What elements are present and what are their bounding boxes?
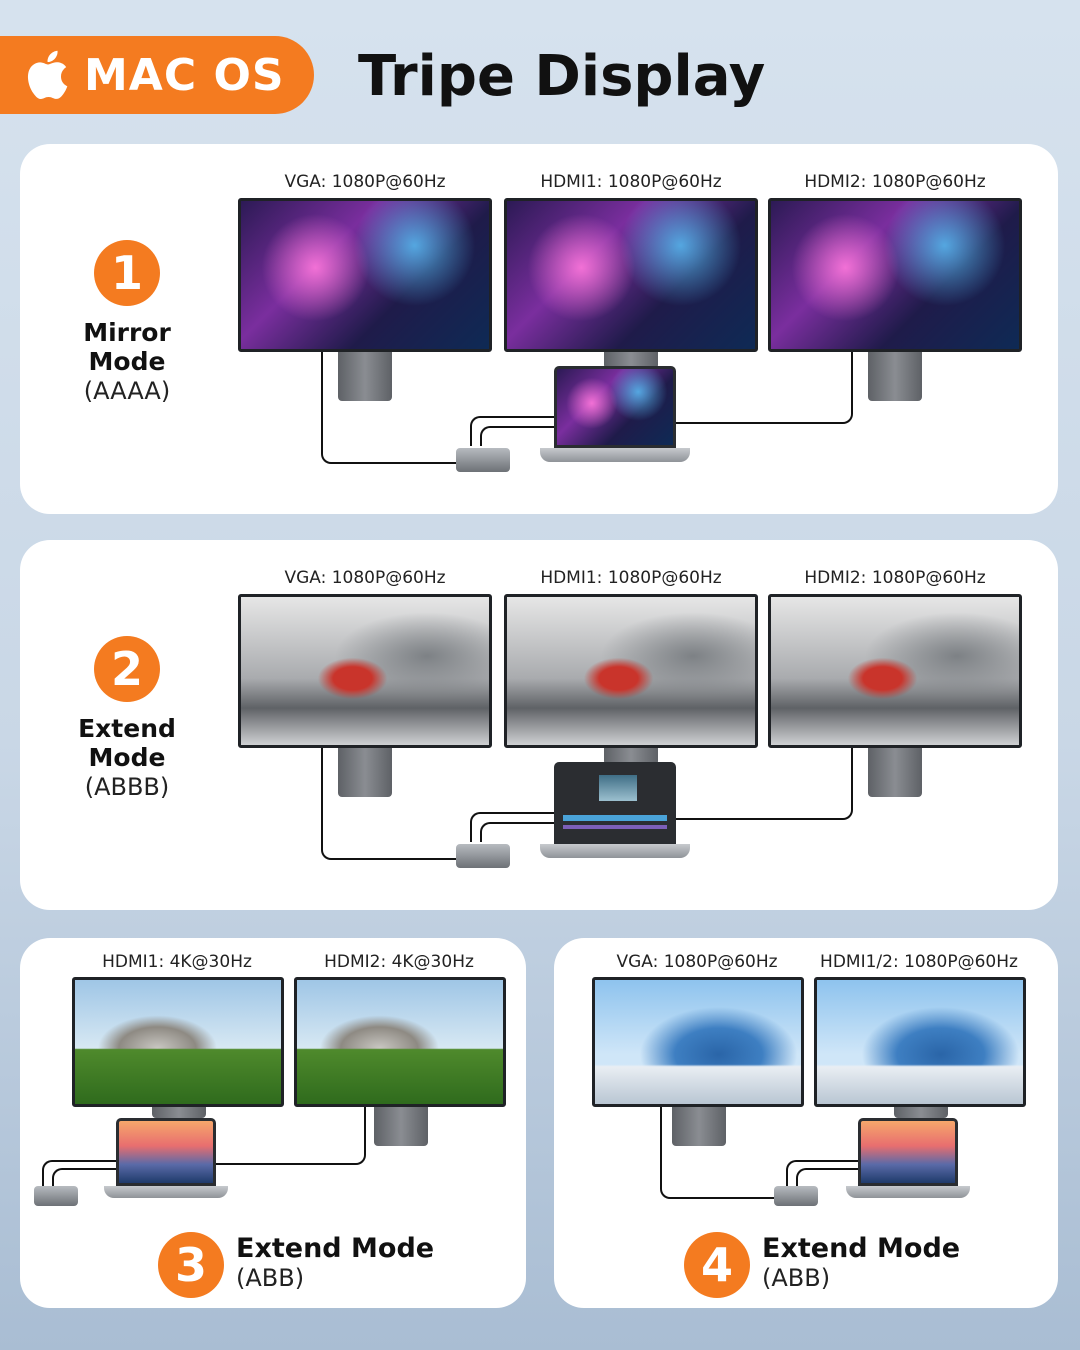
port-label-hdmi12: HDMI1/2: 1080P@60Hz	[820, 952, 1018, 972]
mode-label-line2: Mode	[88, 347, 166, 376]
port-label-hdmi1: HDMI1: 1080P@60Hz	[540, 172, 722, 192]
laptop-screen	[554, 762, 676, 844]
monitor-screen-vga	[238, 594, 492, 748]
monitor-screen-hdmi1	[72, 977, 284, 1107]
monitor-screen-hdmi2	[768, 198, 1022, 352]
mode-label-line2: Mode	[88, 743, 166, 772]
monitor-screen-hdmi1	[504, 198, 758, 352]
cable-hdmi2	[670, 748, 853, 820]
cable-hdmi2	[216, 1107, 366, 1165]
laptop-base	[104, 1186, 228, 1198]
port-label-hdmi1: HDMI1: 1080P@60Hz	[540, 568, 722, 588]
mode-label-line1: Mirror	[83, 318, 171, 347]
mode-number-badge: 2	[94, 636, 160, 702]
cable-hdmi	[786, 1160, 862, 1190]
port-label-hdmi2: HDMI2: 4K@30Hz	[324, 952, 474, 972]
monitor-stand	[604, 745, 658, 765]
editor-timeline	[563, 825, 667, 829]
apple-logo-icon	[27, 50, 68, 100]
monitor-stand	[374, 1104, 428, 1146]
page-title: Tripe Display	[358, 44, 766, 109]
monitor-screen-hdmi2	[768, 594, 1022, 748]
cable-hdmi2	[670, 352, 853, 424]
monitor-screen-hdmi1	[504, 594, 758, 748]
laptop-base	[846, 1186, 970, 1198]
header: MAC OS Tripe Display	[0, 0, 1080, 140]
port-label-hdmi1: HDMI1: 4K@30Hz	[102, 952, 252, 972]
card-mirror-mode: 1 Mirror Mode (AAAA) VGA: 1080P@60Hz HDM…	[20, 144, 1058, 514]
mode-label-line1: Extend	[78, 714, 176, 743]
mode-number-badge: 3	[158, 1232, 224, 1298]
monitor-screen-hdmi12	[814, 977, 1026, 1107]
monitor-stand	[152, 1104, 206, 1118]
monitor-screen-hdmi2	[294, 977, 506, 1107]
port-label-vga: VGA: 1080P@60Hz	[284, 172, 446, 192]
badge-text: MAC OS	[84, 49, 285, 101]
cable-hdmi1b	[480, 822, 560, 842]
monitor-stand	[338, 745, 392, 797]
mode-number-badge: 4	[684, 1232, 750, 1298]
cable-hdmi1	[470, 812, 560, 842]
monitor-screen-vga	[592, 977, 804, 1107]
monitor-stand	[672, 1104, 726, 1146]
usb-c-hub	[456, 844, 510, 868]
laptop-base	[540, 448, 690, 462]
mode-number-badge: 1	[94, 240, 160, 306]
port-label-hdmi2: HDMI2: 1080P@60Hz	[804, 172, 986, 192]
cable-hdmib	[796, 1168, 862, 1190]
mode-sub: (AAAA)	[83, 377, 171, 405]
laptop-screen	[858, 1118, 958, 1186]
port-label-hdmi2: HDMI2: 1080P@60Hz	[804, 568, 986, 588]
usb-c-hub	[34, 1186, 78, 1206]
monitor-stand	[338, 349, 392, 401]
mac-os-badge: MAC OS	[0, 36, 314, 114]
mode-sub: (ABB)	[236, 1264, 305, 1292]
editor-timeline	[563, 815, 667, 821]
usb-c-hub	[456, 448, 510, 472]
cable-hdmi1b	[480, 426, 560, 446]
editor-preview	[599, 775, 637, 801]
usb-c-hub	[774, 1186, 818, 1206]
mode-sub: (ABB)	[762, 1264, 831, 1292]
monitor-stand	[868, 349, 922, 401]
card-extend-mode-abbb: 2 Extend Mode (ABBB) VGA: 1080P@60Hz HDM…	[20, 540, 1058, 910]
cable-hdmi1	[470, 416, 560, 446]
port-label-vga: VGA: 1080P@60Hz	[284, 568, 446, 588]
cable-vga	[321, 748, 461, 860]
mode-sub: (ABBB)	[84, 773, 170, 801]
monitor-stand	[604, 349, 658, 369]
monitor-stand	[894, 1104, 948, 1118]
card-extend-mode-abb-vga: VGA: 1080P@60Hz HDMI1/2: 1080P@60Hz 4 Ex…	[554, 938, 1058, 1308]
laptop-screen	[554, 366, 676, 448]
port-label-vga: VGA: 1080P@60Hz	[616, 952, 778, 972]
laptop-base	[540, 844, 690, 858]
cable-vga	[321, 352, 461, 464]
cable-hdmi1b	[52, 1168, 118, 1190]
mode-label: Extend Mode	[762, 1233, 961, 1264]
laptop-screen	[116, 1118, 216, 1186]
monitor-screen-vga	[238, 198, 492, 352]
mode-label: Extend Mode	[236, 1233, 435, 1264]
card-extend-mode-abb-hdmi: HDMI1: 4K@30Hz HDMI2: 4K@30Hz 3 Extend M…	[20, 938, 526, 1308]
monitor-stand	[868, 745, 922, 797]
cable-vga	[660, 1107, 780, 1199]
cable-hdmi1	[42, 1160, 118, 1190]
